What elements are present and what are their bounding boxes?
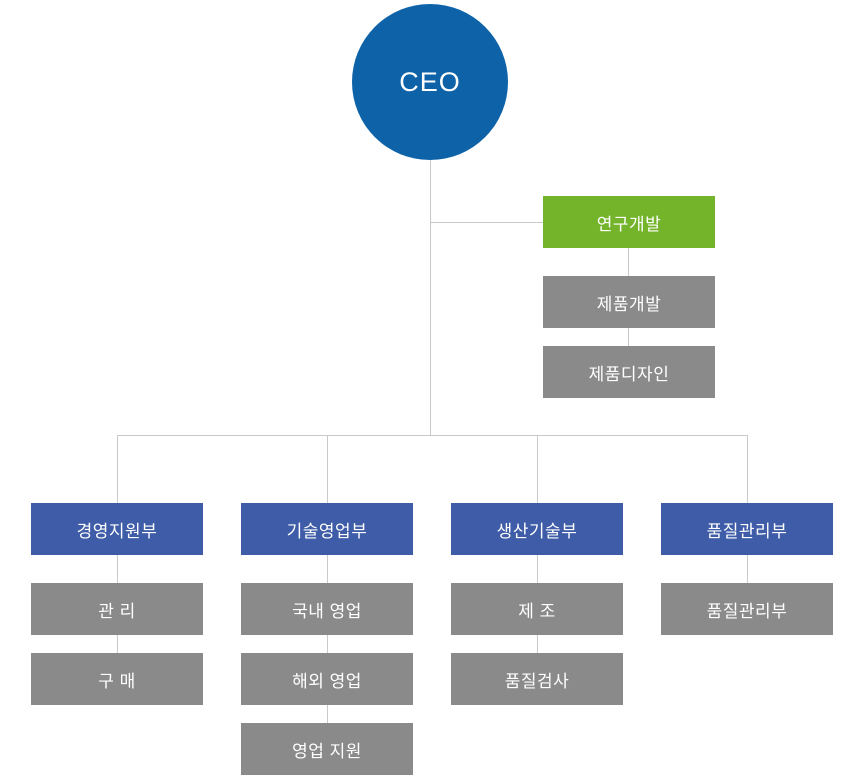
org-node-dept-production-tech: 생산기술부 bbox=[451, 503, 623, 555]
org-node-quality-inspection: 품질검사 bbox=[451, 653, 623, 705]
connector-main-horizontal bbox=[117, 435, 748, 436]
org-node-purchasing: 구 매 bbox=[31, 653, 203, 705]
connector-dept3-child1 bbox=[537, 555, 538, 583]
connector-research-child-2 bbox=[628, 328, 629, 346]
org-node-dept-management-support: 경영지원부 bbox=[31, 503, 203, 555]
connector-dept-drop-3 bbox=[537, 435, 538, 503]
org-node-quality-control-sub: 품질관리부 bbox=[661, 583, 833, 635]
org-node-sales-support: 영업 지원 bbox=[241, 723, 413, 775]
org-node-ceo: CEO bbox=[352, 4, 508, 160]
org-node-domestic-sales: 국내 영업 bbox=[241, 583, 413, 635]
connector-dept4-child1 bbox=[747, 555, 748, 583]
connector-dept1-child2 bbox=[117, 635, 118, 653]
connector-research-branch bbox=[430, 222, 543, 223]
org-node-research-dev: 연구개발 bbox=[543, 196, 715, 248]
org-node-dept-technical-sales: 기술영업부 bbox=[241, 503, 413, 555]
connector-dept2-child3 bbox=[327, 705, 328, 723]
connector-dept1-child1 bbox=[117, 555, 118, 583]
connector-dept2-child2 bbox=[327, 635, 328, 653]
connector-research-child-1 bbox=[628, 248, 629, 276]
connector-dept-drop-2 bbox=[327, 435, 328, 503]
connector-dept2-child1 bbox=[327, 555, 328, 583]
org-node-admin: 관 리 bbox=[31, 583, 203, 635]
org-node-dept-quality-control: 품질관리부 bbox=[661, 503, 833, 555]
org-node-overseas-sales: 해외 영업 bbox=[241, 653, 413, 705]
connector-dept-drop-1 bbox=[117, 435, 118, 503]
connector-ceo-drop bbox=[430, 160, 431, 435]
connector-dept-drop-4 bbox=[747, 435, 748, 503]
connector-dept3-child2 bbox=[537, 635, 538, 653]
org-node-product-dev: 제품개발 bbox=[543, 276, 715, 328]
org-node-product-design: 제품디자인 bbox=[543, 346, 715, 398]
org-node-manufacturing: 제 조 bbox=[451, 583, 623, 635]
